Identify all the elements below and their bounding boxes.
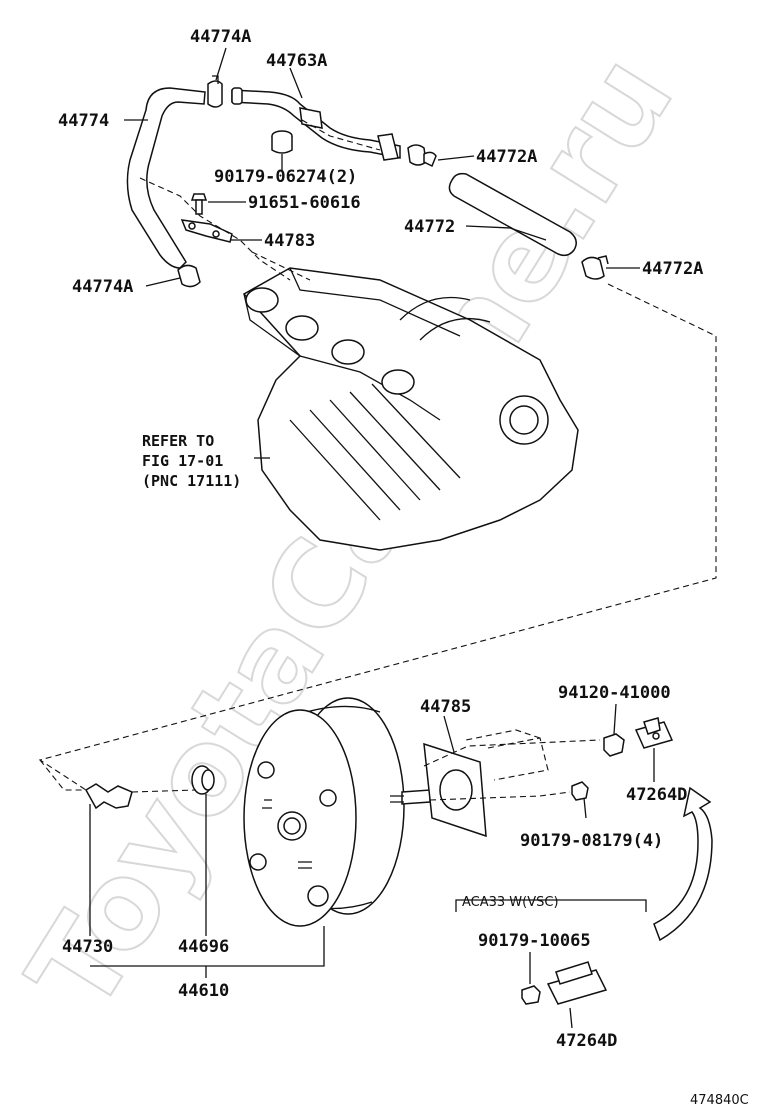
nut-90179-08179 (571, 781, 589, 801)
nut-94120-41000 (603, 733, 625, 757)
leader-lines (38, 47, 717, 1029)
tube-44763A (231, 87, 401, 161)
bracket-47264D-bottom (546, 961, 608, 1005)
figure-number: 474840C (690, 1093, 749, 1108)
check-valve-44730 (84, 783, 133, 810)
clamp-44774A-top (207, 75, 223, 108)
label-47264D-top: 47264D (626, 785, 687, 805)
bolt-91651-60616 (190, 193, 208, 215)
clamp-44772A-top (407, 144, 437, 168)
label-aca33-note: ACA33 W(VSC) (462, 895, 559, 910)
brake-booster-44610 (243, 697, 431, 927)
label-44772: 44772 (404, 217, 455, 237)
label-94120-41000: 94120-41000 (558, 683, 671, 703)
hose-44772 (448, 172, 577, 257)
label-90179-06274: 90179-06274(2) (214, 167, 357, 187)
label-44696: 44696 (178, 937, 229, 957)
direction-arrow (653, 786, 713, 942)
refer-line-2: FIG 17-01 (142, 452, 223, 470)
label-44772A-right: 44772A (642, 259, 703, 279)
bracket-44783 (180, 219, 233, 243)
label-90179-08179: 90179-08179(4) (520, 831, 663, 851)
label-44774: 44774 (58, 111, 109, 131)
spacer-block (465, 729, 549, 781)
intake-manifold (242, 267, 579, 551)
label-44774A-top: 44774A (190, 27, 251, 47)
grommet-44696 (191, 765, 215, 795)
clamp-44772A-right (581, 255, 609, 280)
nut-90179-10065 (521, 985, 541, 1005)
bracket-47264D-top (634, 717, 674, 749)
label-90179-10065: 90179-10065 (478, 931, 591, 951)
label-44730: 44730 (62, 937, 113, 957)
grommet-90179-06274 (271, 130, 293, 154)
label-44763A: 44763A (266, 51, 327, 71)
refer-line-1: REFER TO (142, 432, 214, 450)
label-47264D-bottom: 47264D (556, 1031, 617, 1051)
gasket-44785 (423, 742, 487, 838)
label-44785: 44785 (420, 697, 471, 717)
label-91651-60616: 91651-60616 (248, 193, 361, 213)
hose-44774 (126, 87, 206, 269)
refer-line-3: (PNC 17111) (142, 472, 241, 490)
label-44774A-left: 44774A (72, 277, 133, 297)
label-44783: 44783 (264, 231, 315, 251)
label-44772A-top: 44772A (476, 147, 537, 167)
label-44610: 44610 (178, 981, 229, 1001)
clamp-44774A-left (177, 264, 201, 288)
